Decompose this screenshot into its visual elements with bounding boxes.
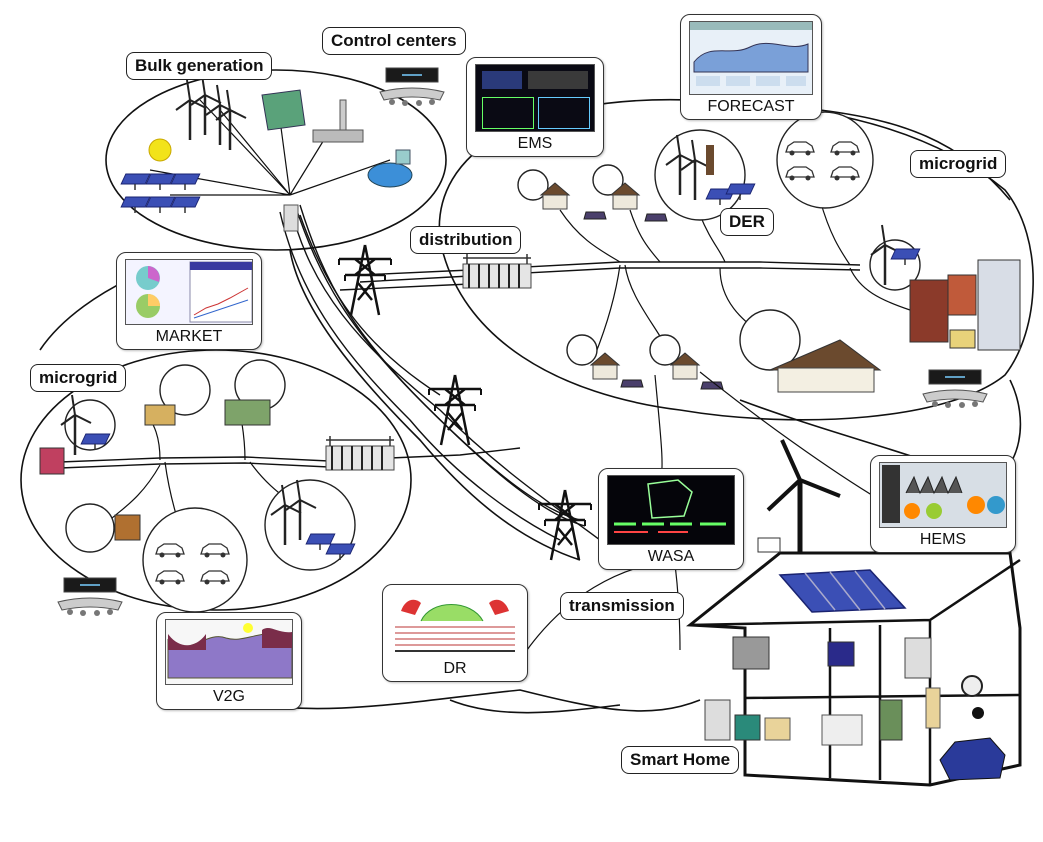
dam-icon xyxy=(261,89,306,131)
computer-icon xyxy=(827,641,855,667)
wasa-panel[interactable]: WASA xyxy=(598,468,744,570)
v2g-panel[interactable]: V2G xyxy=(156,612,302,710)
network-boundaries xyxy=(20,69,1034,714)
dr-chart xyxy=(395,599,515,652)
home-wind-turbine xyxy=(766,439,841,560)
v2g-screen xyxy=(165,619,293,685)
tv-icon xyxy=(732,636,770,670)
market-charts xyxy=(136,261,252,323)
mg-der-inset xyxy=(264,479,356,571)
control-center-console xyxy=(379,67,445,107)
bulk-generation-assets xyxy=(120,73,413,214)
bulk-generation-label: Bulk generation xyxy=(126,52,273,80)
v2g-chart xyxy=(167,623,292,679)
washer-icon xyxy=(904,637,932,679)
bulk-generation-zone xyxy=(105,69,447,251)
hems-screen xyxy=(879,462,1007,528)
microgrid-console xyxy=(922,369,988,409)
nuclear-icon xyxy=(367,162,413,188)
hems-label: HEMS xyxy=(919,531,967,548)
forecast-label: FORECAST xyxy=(707,98,795,115)
control-centers-label: Control centers xyxy=(322,27,466,55)
market-label: MARKET xyxy=(155,328,223,345)
microgrid-buildings xyxy=(39,399,271,541)
fridge-icon xyxy=(704,699,731,741)
hems-dashboard xyxy=(882,465,1005,523)
power-plant-icon xyxy=(312,129,364,143)
mg-inset-2 xyxy=(159,364,211,416)
dr-screen xyxy=(391,591,519,657)
transmission-lines xyxy=(59,204,861,541)
thermostat-icon xyxy=(821,714,863,746)
der-inset xyxy=(654,129,746,221)
microgrid-substation xyxy=(325,435,395,471)
generation-substation xyxy=(283,204,299,232)
der-label: DER xyxy=(720,208,774,236)
hems-panel[interactable]: HEMS xyxy=(870,455,1016,553)
v2g-label: V2G xyxy=(212,688,245,705)
der-assets xyxy=(59,133,921,561)
microgrid-label-right: microgrid xyxy=(910,150,1007,178)
dr-label: DR xyxy=(443,660,467,677)
transmission-tower xyxy=(337,243,393,317)
ev-car-icon xyxy=(939,737,1006,781)
forecast-chart xyxy=(690,22,812,86)
dr-panel[interactable]: DR xyxy=(382,584,528,682)
distribution-substation xyxy=(462,253,532,289)
distribution-label: distribution xyxy=(410,226,522,254)
wasa-screen xyxy=(607,475,735,545)
ems-label: EMS xyxy=(517,135,553,152)
ems-panel[interactable]: EMS xyxy=(466,57,604,157)
market-panel[interactable]: MARKET xyxy=(116,252,262,350)
ems-screen xyxy=(475,64,595,132)
smart-home-label: Smart Home xyxy=(621,746,740,774)
wasa-label: WASA xyxy=(647,548,695,565)
microgrid-console xyxy=(57,577,123,617)
market-screen xyxy=(125,259,253,325)
mg-inset-4 xyxy=(65,503,115,553)
smart-home xyxy=(685,537,1022,787)
forecast-panel[interactable]: FORECAST xyxy=(680,14,822,120)
mg-ev-inset xyxy=(142,507,248,613)
forecast-screen xyxy=(689,21,813,95)
wasa-display xyxy=(614,479,726,533)
transmission-label: transmission xyxy=(560,592,684,620)
sun-icon xyxy=(148,138,172,162)
left-microgrid-zone xyxy=(20,349,412,611)
ev-inset xyxy=(776,111,874,209)
smart-meter-icon xyxy=(961,675,983,697)
commercial-buildings xyxy=(769,259,1021,393)
microgrid-label-left: microgrid xyxy=(30,364,127,392)
